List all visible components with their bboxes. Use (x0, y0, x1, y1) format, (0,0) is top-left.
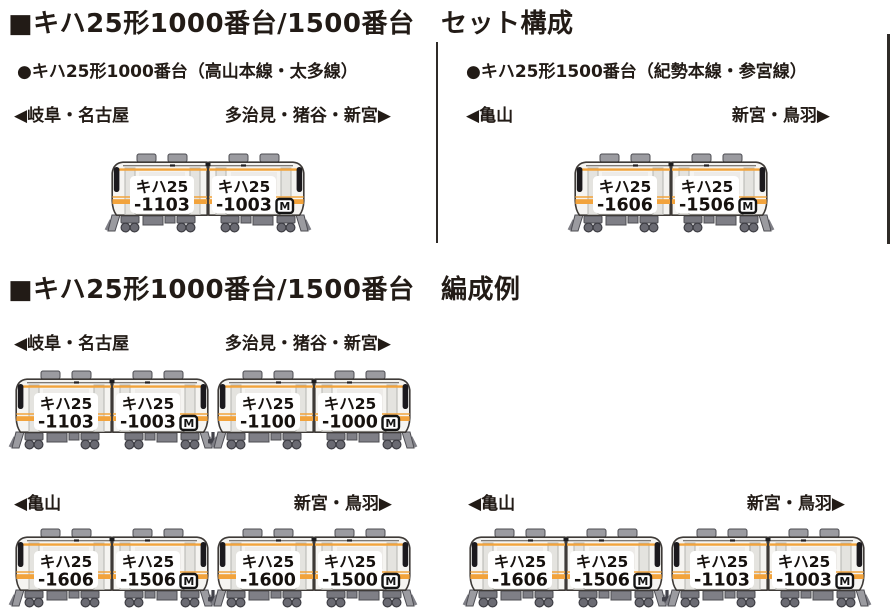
car-number-plate: キハ25-1100 (236, 393, 300, 433)
car-number-plate: キハ25-1506 (675, 176, 739, 216)
direction-right-label: 新宮・鳥羽▶ (731, 106, 830, 126)
svg-text:キハ25: キハ25 (242, 395, 295, 413)
car-number-plate: キハ25-1103 (34, 393, 98, 433)
svg-text:キハ25: キハ25 (40, 553, 93, 571)
svg-text:キハ25: キハ25 (599, 178, 652, 196)
svg-text:キハ25: キハ25 (242, 553, 295, 571)
svg-text:-1606: -1606 (492, 571, 548, 591)
svg-text:-1606: -1606 (597, 196, 653, 216)
car-number-plate: キハ25-1000 (318, 393, 382, 433)
page-edge-line (887, 34, 890, 244)
direction-left-label: ◀亀山 (466, 106, 514, 126)
car-number-plate: キハ25-1606 (34, 551, 98, 591)
svg-text:-1506: -1506 (679, 196, 735, 216)
car-number-plate: キハ25-1103 (130, 176, 194, 216)
car-number-plate: キハ25-1500 (318, 551, 382, 591)
svg-text:M: M (839, 575, 850, 588)
svg-text:キハ25: キハ25 (576, 553, 629, 571)
svg-text:-1103: -1103 (134, 196, 190, 216)
direction-left-label: ◀亀山 (14, 494, 62, 514)
svg-text:キハ25: キハ25 (122, 395, 175, 413)
direction-left-label: ◀岐阜・名古屋 (14, 106, 130, 126)
svg-text:M: M (183, 575, 194, 588)
svg-text:-1003: -1003 (776, 571, 832, 591)
svg-text:キハ25: キハ25 (218, 178, 271, 196)
svg-text:M: M (279, 200, 290, 213)
svg-text:-1103: -1103 (694, 571, 750, 591)
direction-row: ◀岐阜・名古屋 多治見・猪谷・新宮▶ (14, 329, 391, 354)
svg-text:-1100: -1100 (240, 413, 296, 433)
set-section-title: ■キハ25形1000番台/1500番台 セット構成 (8, 9, 574, 39)
car-number-plate: キハ25-1003 (772, 551, 836, 591)
svg-text:-1003: -1003 (216, 196, 272, 216)
car-number-plate: キハ25-1506 (116, 551, 180, 591)
svg-text:M: M (637, 575, 648, 588)
svg-text:-1500: -1500 (322, 571, 378, 591)
svg-text:-1600: -1600 (240, 571, 296, 591)
svg-text:-1506: -1506 (574, 571, 630, 591)
svg-text:M: M (742, 200, 753, 213)
svg-text:キハ25: キハ25 (136, 178, 189, 196)
svg-text:キハ25: キハ25 (696, 553, 749, 571)
svg-text:-1506: -1506 (120, 571, 176, 591)
column-divider (436, 42, 438, 243)
svg-text:-1606: -1606 (38, 571, 94, 591)
direction-right-label: 新宮・鳥羽▶ (746, 494, 845, 514)
car-number-plate: キハ25-1003 (212, 176, 276, 216)
direction-right-label: 多治見・猪谷・新宮▶ (224, 334, 391, 354)
svg-text:M: M (183, 417, 194, 430)
svg-text:M: M (385, 417, 396, 430)
motor-car-badge: M (275, 197, 295, 215)
svg-text:キハ25: キハ25 (494, 553, 547, 571)
direction-right-label: 新宮・鳥羽▶ (293, 494, 392, 514)
car-number-plate: キハ25-1506 (570, 551, 634, 591)
motor-car-badge: M (179, 572, 199, 590)
motor-car-badge: M (381, 414, 401, 432)
motor-car-badge: M (179, 414, 199, 432)
svg-text:キハ25: キハ25 (681, 178, 734, 196)
motor-car-badge: M (381, 572, 401, 590)
direction-row: ◀亀山 新宮・鳥羽▶ (468, 489, 845, 514)
motor-car-badge: M (835, 572, 855, 590)
motor-car-badge: M (738, 197, 758, 215)
svg-text:-1103: -1103 (38, 413, 94, 433)
car-number-plate: キハ25-1103 (690, 551, 754, 591)
motor-car-badge: M (633, 572, 653, 590)
car-number-plate: キハ25-1606 (488, 551, 552, 591)
svg-text:キハ25: キハ25 (778, 553, 831, 571)
direction-row: ◀亀山 新宮・鳥羽▶ (14, 489, 392, 514)
direction-left-label: ◀岐阜・名古屋 (14, 334, 130, 354)
group-heading-1000: ●キハ25形1000番台（高山本線・太多線） (17, 62, 358, 82)
svg-text:キハ25: キハ25 (324, 395, 377, 413)
svg-text:キハ25: キハ25 (122, 553, 175, 571)
direction-row: ◀亀山 新宮・鳥羽▶ (466, 101, 830, 126)
car-number-plate: キハ25-1606 (593, 176, 657, 216)
svg-text:キハ25: キハ25 (324, 553, 377, 571)
car-number-plate: キハ25-1003 (116, 393, 180, 433)
svg-text:M: M (385, 575, 396, 588)
direction-row: ◀岐阜・名古屋 多治見・猪谷・新宮▶ (14, 101, 391, 126)
formation-section-title: ■キハ25形1000番台/1500番台 編成例 (8, 275, 521, 305)
svg-text:-1000: -1000 (322, 413, 378, 433)
direction-right-label: 多治見・猪谷・新宮▶ (224, 106, 391, 126)
group-heading-1500: ●キハ25形1500番台（紀勢本線・参宮線） (466, 62, 807, 82)
svg-text:-1003: -1003 (120, 413, 176, 433)
svg-text:キハ25: キハ25 (40, 395, 93, 413)
car-number-plate: キハ25-1600 (236, 551, 300, 591)
direction-left-label: ◀亀山 (468, 494, 516, 514)
